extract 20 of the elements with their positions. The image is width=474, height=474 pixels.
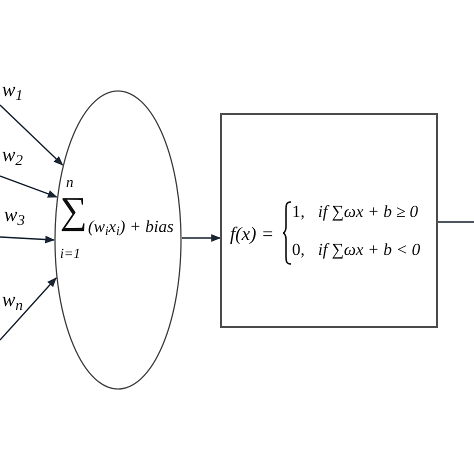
case-condition: if ∑ωx + b < 0: [318, 241, 420, 258]
arrow: [0, 277, 57, 340]
case-value: 0,: [292, 241, 305, 258]
arrow: [0, 175, 58, 198]
arrow: [0, 104, 64, 166]
edge-label: w$_{1}$: [2, 80, 23, 100]
edge-label: w$_{2}$: [2, 145, 23, 165]
arrow: [0, 236, 55, 244]
case-value: 1,: [292, 203, 305, 220]
case-condition: if ∑ωx + b ≥ 0: [318, 203, 418, 220]
edge-label: w$_{3}$: [4, 205, 25, 225]
sigma-symbol: ∑: [60, 192, 88, 230]
neuron-ellipse: [54, 90, 182, 390]
sum-expression: (w$_{i}$x$_{i}$) + bias: [88, 218, 174, 235]
lower-limit: i=1: [60, 248, 80, 262]
activation-box: [220, 113, 438, 328]
edge-label: w$_{n}$: [2, 290, 23, 310]
arrow: [182, 234, 221, 242]
function-formula: f(x) =: [230, 225, 274, 244]
upper-limit: n: [66, 176, 74, 191]
